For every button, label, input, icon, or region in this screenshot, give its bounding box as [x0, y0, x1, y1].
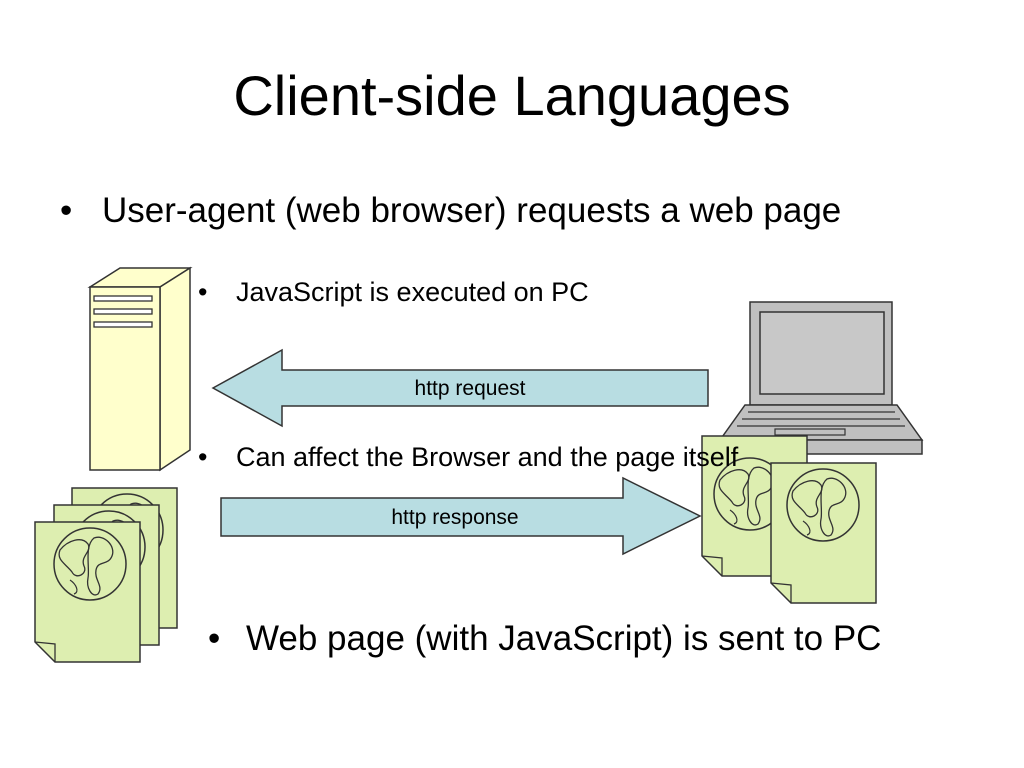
bullet-request: • User-agent (web browser) requests a web…	[60, 190, 841, 232]
laptop-icon	[718, 301, 924, 455]
bullet-request-text: User-agent (web browser) requests a web …	[102, 191, 842, 230]
bullet-glyph: •	[198, 277, 208, 307]
bullet-glyph: •	[198, 442, 208, 472]
bullet-sent-text: Web page (with JavaScript) is sent to PC	[246, 619, 882, 658]
http-response-label: http response	[391, 506, 519, 529]
http-response-arrow	[220, 476, 702, 556]
http-request-label: http request	[414, 377, 526, 400]
bullet-glyph: •	[208, 619, 221, 658]
web-page-stack-icon	[34, 487, 178, 663]
bullet-affect-text: Can affect the Browser and the page itse…	[236, 442, 739, 472]
bullet-affect: • Can affect the Browser and the page its…	[198, 441, 738, 473]
http-request-arrow	[211, 348, 709, 428]
bullet-executed-text: JavaScript is executed on PC	[236, 277, 589, 307]
bullet-glyph: •	[60, 191, 73, 230]
bullet-executed: • JavaScript is executed on PC	[198, 276, 589, 308]
server-tower-icon	[87, 266, 193, 472]
slide-title: Client-side Languages	[233, 64, 791, 127]
bullet-sent: • Web page (with JavaScript) is sent to P…	[208, 618, 881, 660]
